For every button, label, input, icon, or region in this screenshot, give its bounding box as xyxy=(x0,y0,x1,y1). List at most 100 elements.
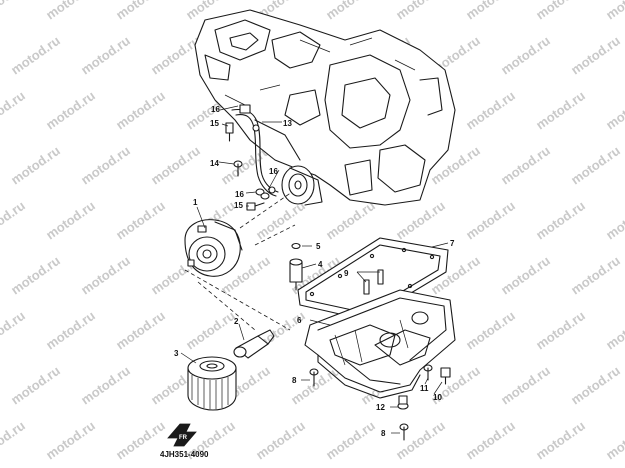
watermark-text: motod.ru xyxy=(113,88,168,133)
watermark-text: motod.ru xyxy=(463,0,518,22)
baffle-studs xyxy=(363,269,384,295)
watermark-text: motod.ru xyxy=(0,88,28,133)
watermark-text: motod.ru xyxy=(113,0,168,22)
callout-10: 10 xyxy=(433,393,442,402)
oil-cooler xyxy=(184,219,243,277)
watermark-text: motod.ru xyxy=(8,363,63,408)
pan-bolts xyxy=(309,364,451,441)
watermark-text: motod.ru xyxy=(568,143,623,188)
watermark-text: motod.ru xyxy=(463,88,518,133)
watermark-text: motod.ru xyxy=(113,198,168,243)
watermark-text: motod.ru xyxy=(78,253,133,298)
callout-4: 4 xyxy=(318,260,323,269)
callout-3: 3 xyxy=(174,349,179,358)
watermark-text: motod.ru xyxy=(323,198,378,243)
watermark-text: motod.ru xyxy=(0,198,28,243)
watermark-text: motod.ru xyxy=(498,143,553,188)
figure-code: 4JH351-4090 xyxy=(160,450,209,459)
watermark-text: motod.ru xyxy=(393,0,448,22)
watermark-text: motod.ru xyxy=(568,33,623,78)
watermark-text: motod.ru xyxy=(148,33,203,78)
watermark-text: motod.ru xyxy=(463,418,518,463)
watermark-text: motod.ru xyxy=(0,308,28,353)
watermark-text: motod.ru xyxy=(498,33,553,78)
watermark-text: motod.ru xyxy=(533,88,588,133)
watermark-text: motod.ru xyxy=(43,198,98,243)
callout-7: 7 xyxy=(450,239,455,248)
callout-12: 12 xyxy=(376,403,385,412)
watermark-text: motod.ru xyxy=(183,308,238,353)
callout-2: 2 xyxy=(234,317,239,326)
engine-crankcase xyxy=(194,9,456,206)
watermark-text: motod.ru xyxy=(533,418,588,463)
washer-12 xyxy=(397,395,409,410)
relief-valve xyxy=(289,242,303,291)
callout-1: 1 xyxy=(193,198,198,207)
watermark-text: motod.ru xyxy=(323,0,378,22)
watermark-text: motod.ru xyxy=(148,143,203,188)
watermark-text: motod.ru xyxy=(603,88,625,133)
union-bolt-15-lower xyxy=(246,202,265,211)
watermark-text: motod.ru xyxy=(498,363,553,408)
callout-6: 6 xyxy=(297,316,302,325)
drain-plug-10 xyxy=(440,367,451,385)
callout-15-upper: 15 xyxy=(210,119,219,128)
watermark-text: motod.ru xyxy=(603,418,625,463)
callout-15-lower: 15 xyxy=(234,201,243,210)
callout-16-mid: 16 xyxy=(235,190,244,199)
bolt-8-left xyxy=(309,368,319,387)
watermark-text: motod.ru xyxy=(253,418,308,463)
bolt-11 xyxy=(423,364,433,381)
watermark-text: motod.ru xyxy=(603,0,625,22)
watermark-text: motod.ru xyxy=(8,143,63,188)
callout-8-left: 8 xyxy=(292,376,297,385)
watermark-text: motod.ru xyxy=(603,198,625,243)
watermark-text: motod.ru xyxy=(533,198,588,243)
callout-5: 5 xyxy=(316,242,321,251)
watermark-text: motod.ru xyxy=(8,33,63,78)
watermark-text: motod.ru xyxy=(8,253,63,298)
union-bolt-15-upper xyxy=(225,122,234,142)
callout-16-right: 16 xyxy=(269,167,278,176)
callout-11: 11 xyxy=(420,384,429,393)
watermark-text: motod.ru xyxy=(498,253,553,298)
callout-9: 9 xyxy=(344,269,349,278)
watermark-text: motod.ru xyxy=(0,418,28,463)
oil-pressure-switch xyxy=(233,329,275,359)
watermark-text: motod.ru xyxy=(568,253,623,298)
watermark-text: motod.ru xyxy=(43,308,98,353)
oil-pan-gasket xyxy=(297,237,449,321)
callout-labels: 16 15 13 14 16 16 15 1 2 3 5 4 7 9 6 8 1… xyxy=(174,105,455,438)
watermark-text: motod.ru xyxy=(113,308,168,353)
watermark-text: motod.ru xyxy=(78,363,133,408)
watermark-text: motod.ru xyxy=(463,198,518,243)
oil-filter xyxy=(187,356,237,411)
watermark-text: motod.ru xyxy=(43,0,98,22)
watermark-text: motod.ru xyxy=(78,33,133,78)
watermark-text: motod.ru xyxy=(0,0,28,22)
watermark-text: motod.ru xyxy=(603,308,625,353)
watermark-text: motod.ru xyxy=(463,308,518,353)
watermark-text: motod.ru xyxy=(43,418,98,463)
callout-14: 14 xyxy=(210,159,219,168)
assembly-lines xyxy=(184,191,296,331)
callout-16-upper: 16 xyxy=(211,105,220,114)
watermark-text: motod.ru xyxy=(393,198,448,243)
oil-pipe xyxy=(231,104,279,197)
oil-pan xyxy=(304,289,456,399)
bolt-8-bottom xyxy=(399,423,409,441)
watermark-text: motod.ru xyxy=(323,418,378,463)
leader-lines xyxy=(180,105,449,434)
front-direction-label: FR xyxy=(179,435,188,441)
watermark-text: motod.ru xyxy=(43,88,98,133)
watermark-text: motod.ru xyxy=(533,0,588,22)
watermark-text: motod.ru xyxy=(253,198,308,243)
watermark-text: motod.ru xyxy=(533,308,588,353)
callout-8-bottom: 8 xyxy=(381,429,386,438)
watermark-text: motod.ru xyxy=(78,143,133,188)
pipe-bolts xyxy=(225,122,270,211)
watermark-text: motod.ru xyxy=(568,363,623,408)
callout-13: 13 xyxy=(283,119,292,128)
front-direction-icon: FR xyxy=(167,423,197,447)
